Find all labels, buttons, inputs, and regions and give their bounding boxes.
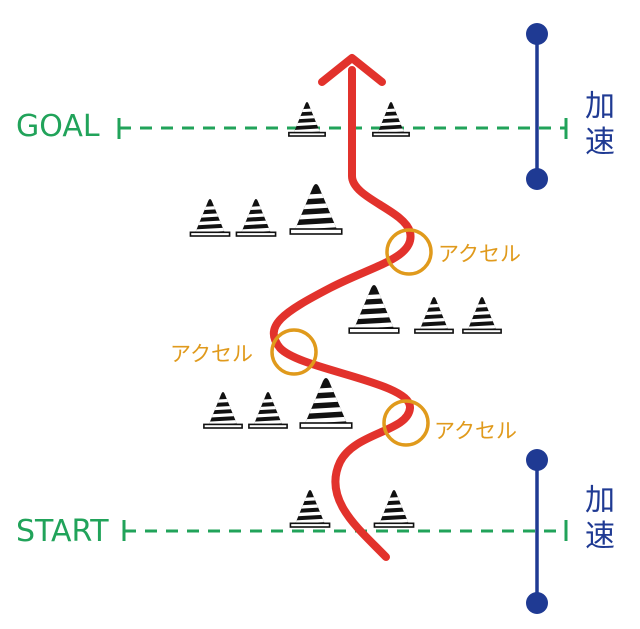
traffic-cone-icon	[299, 378, 353, 429]
traffic-cone-icon	[288, 102, 326, 137]
traffic-cone-icon	[203, 392, 243, 429]
range-top-end-dot-icon	[526, 168, 548, 190]
traffic-cone-icon	[235, 199, 277, 237]
traffic-cone-icon	[189, 199, 231, 237]
speed-up-bottom-char-1: 加	[585, 483, 615, 518]
traffic-cone-icon	[373, 490, 415, 528]
traffic-cone-icon	[348, 285, 400, 334]
goal-label: GOAL	[16, 109, 100, 144]
accel-label-1: アクセル	[438, 242, 521, 266]
traffic-cone-icon	[289, 490, 331, 528]
accel-marker-icon-3	[382, 399, 430, 447]
traffic-cone-icon	[248, 392, 288, 429]
arrow-up-icon	[318, 54, 386, 86]
slalom-path	[269, 66, 415, 561]
speed-up-top-char-2: 速	[585, 125, 615, 160]
speed-up-range-bottom	[526, 449, 548, 614]
range-bottom-end-dot-icon	[526, 592, 548, 614]
accel-marker-icon-1	[385, 228, 433, 276]
traffic-cone-icon	[462, 297, 502, 334]
speed-up-range-top	[526, 23, 548, 190]
start-label: START	[16, 514, 109, 549]
range-top-start-dot-icon	[526, 23, 548, 45]
start-line	[122, 520, 568, 541]
cones	[189, 102, 502, 528]
accel-marker-icon-2	[270, 328, 318, 376]
speed-up-bottom-char-2: 速	[585, 519, 615, 554]
traffic-cone-icon	[372, 102, 410, 137]
goal-line	[117, 118, 568, 139]
accel-label-2: アクセル	[170, 342, 253, 366]
traffic-cone-icon	[414, 297, 454, 334]
range-bottom-start-dot-icon	[526, 449, 548, 471]
accel-label-3: アクセル	[434, 419, 517, 443]
speed-up-top-char-1: 加	[585, 89, 615, 124]
traffic-cone-icon	[289, 184, 343, 235]
